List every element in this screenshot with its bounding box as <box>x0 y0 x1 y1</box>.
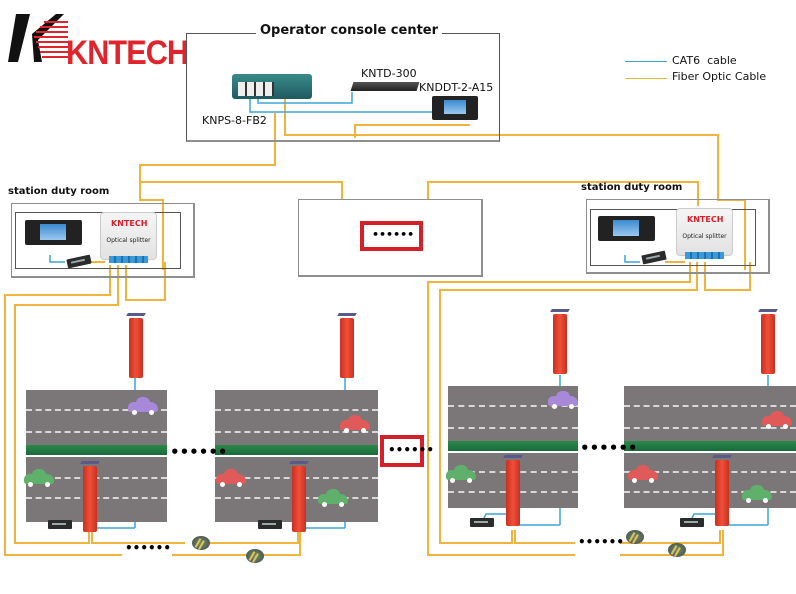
fiber-splice-enclosure <box>192 536 210 550</box>
fiber-center-to-right-station <box>284 95 746 270</box>
cat6-switch-to-gateway <box>257 92 353 104</box>
road-ellipsis-left: •••••• <box>170 443 228 461</box>
fiber-splice-enclosure <box>626 530 644 544</box>
left-splitter-brand: KNTECH <box>111 219 148 228</box>
fiber-right-loop-3 <box>704 262 751 291</box>
gateway-kntd-300 <box>350 82 420 91</box>
emergency-phone-pole <box>553 314 567 374</box>
fiber-splice-enclosure <box>668 543 686 557</box>
left-station-inner-frame <box>15 212 181 269</box>
media-converter <box>680 518 704 527</box>
logo-k-mark-icon <box>8 14 68 62</box>
console-label: KNDDT-2-A15 <box>419 81 494 94</box>
gateway-label: KNTD-300 <box>361 67 417 80</box>
median-hedge <box>448 441 578 453</box>
emergency-phone-pole <box>715 460 729 526</box>
fiber-left-to-middle <box>140 181 343 200</box>
left-station-outer-frame <box>11 203 195 278</box>
middle-placeholder-dots: •••••• <box>372 228 415 241</box>
right-station-console <box>598 216 655 241</box>
car-green <box>742 485 772 503</box>
road-ellipsis-right: •••••• <box>580 439 638 457</box>
cable-ellipsis-left: •••••• <box>125 541 172 555</box>
left-splitter-label: Optical splitter <box>106 237 151 244</box>
fiber-left-loop-2 <box>14 265 119 544</box>
fiber-right-loop-2 <box>439 262 698 544</box>
car-red <box>216 469 246 487</box>
cat6-right-console <box>624 255 640 263</box>
car-green <box>24 469 54 487</box>
fiber-left-bottom-2 <box>205 530 299 544</box>
right-splitter-brand: KNTECH <box>687 215 724 224</box>
legend-cat6-swatch <box>625 61 667 62</box>
fiber-right-loop <box>427 262 691 556</box>
fiber-left-loop-3 <box>125 262 166 301</box>
kntech-logo: KNTECH <box>8 12 189 72</box>
fiber-right-bottom-1 <box>514 530 575 544</box>
cable-ellipsis-right: •••••• <box>578 535 625 549</box>
legend-cat6-label: CAT6 cable <box>672 54 737 67</box>
switch-label: KNPS-8-FB2 <box>202 114 267 127</box>
road-segment-4 <box>624 386 796 508</box>
median-hedge <box>215 445 378 457</box>
right-splitter-ports <box>685 252 724 259</box>
emergency-phone-pole <box>340 318 354 378</box>
car-purple <box>548 391 578 409</box>
fiber-right-bottom-3 <box>620 530 724 556</box>
right-station-title: station duty room <box>581 182 683 193</box>
car-red <box>628 465 658 483</box>
right-splitter-label: Optical splitter <box>682 233 727 240</box>
middle-station-frame <box>298 199 483 277</box>
emergency-phone-pole <box>83 466 97 532</box>
legend-fiber-swatch <box>625 78 667 79</box>
fiber-splice-enclosure <box>246 549 264 563</box>
right-station-outer-frame <box>586 199 770 274</box>
media-converter <box>258 520 282 529</box>
car-green <box>446 465 476 483</box>
fiber-middle-to-right <box>427 181 699 206</box>
fiber-right-bottom-2 <box>620 530 721 544</box>
highlighted-ellipsis-dots: •••••• <box>388 443 435 457</box>
median-hedge <box>624 441 796 453</box>
left-station-console <box>25 220 82 245</box>
fiber-left-bottom-3 <box>172 530 301 556</box>
left-station-title: station duty room <box>8 186 110 197</box>
car-purple <box>128 397 158 415</box>
cat6-switch-to-console <box>249 97 432 113</box>
media-converter <box>48 520 72 529</box>
fiber-left-bottom-1 <box>91 530 185 544</box>
right-station-inner-frame <box>590 209 756 266</box>
legend-fiber-label: Fiber Optic Cable <box>672 70 767 83</box>
highlighted-ellipsis-box: •••••• <box>380 435 434 467</box>
operator-center-title: Operator console center <box>256 23 443 38</box>
fiber-center-spur <box>354 124 470 138</box>
emergency-phone-pole <box>292 466 306 532</box>
emergency-phone-pole <box>129 318 143 378</box>
left-optical-splitter: KNTECH Optical splitter <box>100 212 157 263</box>
emergency-phone-pole <box>506 460 520 526</box>
switch-knps-8-fb2 <box>232 74 312 99</box>
median-hedge <box>26 445 167 457</box>
fiber-cables <box>4 95 751 556</box>
car-green <box>318 489 348 507</box>
logo-text: KNTECH <box>66 34 189 72</box>
car-red <box>762 411 792 429</box>
media-converter <box>470 518 494 527</box>
cat6-left-console <box>49 255 65 263</box>
right-optical-splitter: KNTECH Optical splitter <box>676 208 733 259</box>
car-red <box>340 415 370 433</box>
switch-ports <box>238 82 274 96</box>
fiber-left-loop <box>4 265 122 556</box>
middle-placeholder-box: •••••• <box>360 221 423 251</box>
emergency-phone-pole <box>761 314 775 374</box>
dispatch-console-knddt <box>432 96 478 120</box>
left-splitter-ports <box>109 256 148 263</box>
